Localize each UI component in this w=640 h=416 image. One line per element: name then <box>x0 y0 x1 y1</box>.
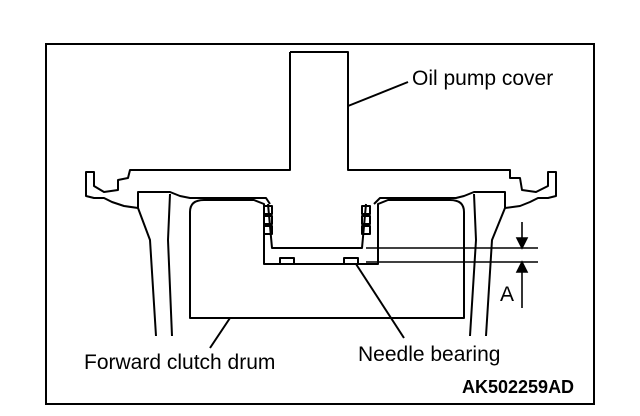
leader-lines <box>209 81 409 349</box>
forward-clutch-drum-shape <box>137 193 506 337</box>
figure-code: AK502259AD <box>462 377 575 397</box>
needle-bearing <box>279 257 295 265</box>
oil-pump-cover-shape <box>85 51 557 249</box>
figure-frame <box>45 43 595 405</box>
label-dimension-a: A <box>500 283 515 306</box>
label-needle-bearing: Needle bearing <box>358 343 501 366</box>
dimension-a <box>366 222 538 308</box>
label-forward-clutch-drum: Forward clutch drum <box>84 351 276 374</box>
label-oil-pump-cover: Oil pump cover <box>412 67 554 90</box>
